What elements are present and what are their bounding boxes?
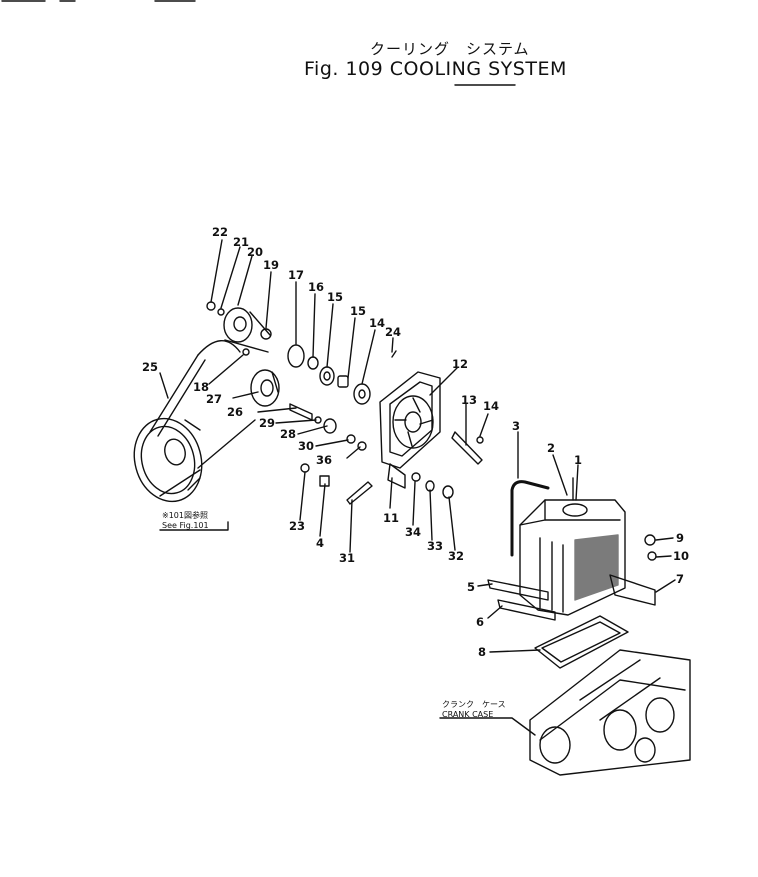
see-fig-note: See Fig.101 (162, 521, 209, 530)
part-2: 2 (547, 441, 556, 455)
part-34: 33 (427, 539, 444, 553)
part-26: 25 (142, 360, 159, 374)
part-20: 19 (263, 258, 280, 272)
part-36: 36 (316, 453, 333, 467)
part-6: 6 (476, 615, 485, 629)
part-14: 14 (483, 399, 500, 413)
part-32: 31 (339, 551, 356, 565)
part-8: 8 (478, 645, 487, 659)
part-16: 15 (350, 304, 367, 318)
part-28: 27 (206, 392, 223, 406)
crank-pulley (133, 417, 203, 503)
fan-housing (379, 371, 441, 489)
part-1: 1 (574, 453, 583, 467)
idler-pulley (223, 307, 271, 353)
part-15a: 15 (327, 290, 344, 304)
part-9: 9 (676, 531, 685, 545)
radiator (519, 477, 626, 616)
part-21: 20 (247, 245, 264, 259)
part-23: 22 (212, 225, 229, 239)
part-29: 28 (280, 427, 297, 441)
part-10: 10 (673, 549, 690, 563)
part-30: 29 (259, 416, 276, 430)
part-4: 4 (316, 536, 325, 550)
part-25: 24 (385, 325, 402, 339)
part-11: 11 (383, 511, 400, 525)
part-7: 7 (676, 572, 685, 586)
part-15b: 14 (369, 316, 386, 330)
fan-belt (149, 340, 256, 497)
page-title: Fig. 109 COOLING SYSTEM (304, 58, 567, 80)
part-31: 30 (298, 439, 315, 453)
part-13: 13 (461, 393, 478, 407)
tension-pulley (250, 369, 280, 407)
part-12: 12 (452, 357, 469, 371)
part-27: 26 (227, 405, 244, 419)
part-22: 21 (233, 235, 250, 249)
part-5: 5 (467, 580, 476, 594)
part-24: 23 (289, 519, 306, 533)
see-fig-note-jp: ※101図参照 (162, 511, 208, 520)
page-title-jp: クーリング システム (370, 40, 530, 58)
part-33: 32 (448, 549, 465, 563)
part-35: 34 (405, 525, 422, 539)
part-18: 17 (288, 268, 305, 282)
crank-case-label: CRANK CASE (442, 710, 494, 719)
part-3: 3 (512, 419, 521, 433)
part-19: 18 (193, 380, 210, 394)
crank-case (529, 649, 691, 776)
crank-case-label-jp: クランク ケース (442, 700, 506, 709)
part-17: 16 (308, 280, 325, 294)
